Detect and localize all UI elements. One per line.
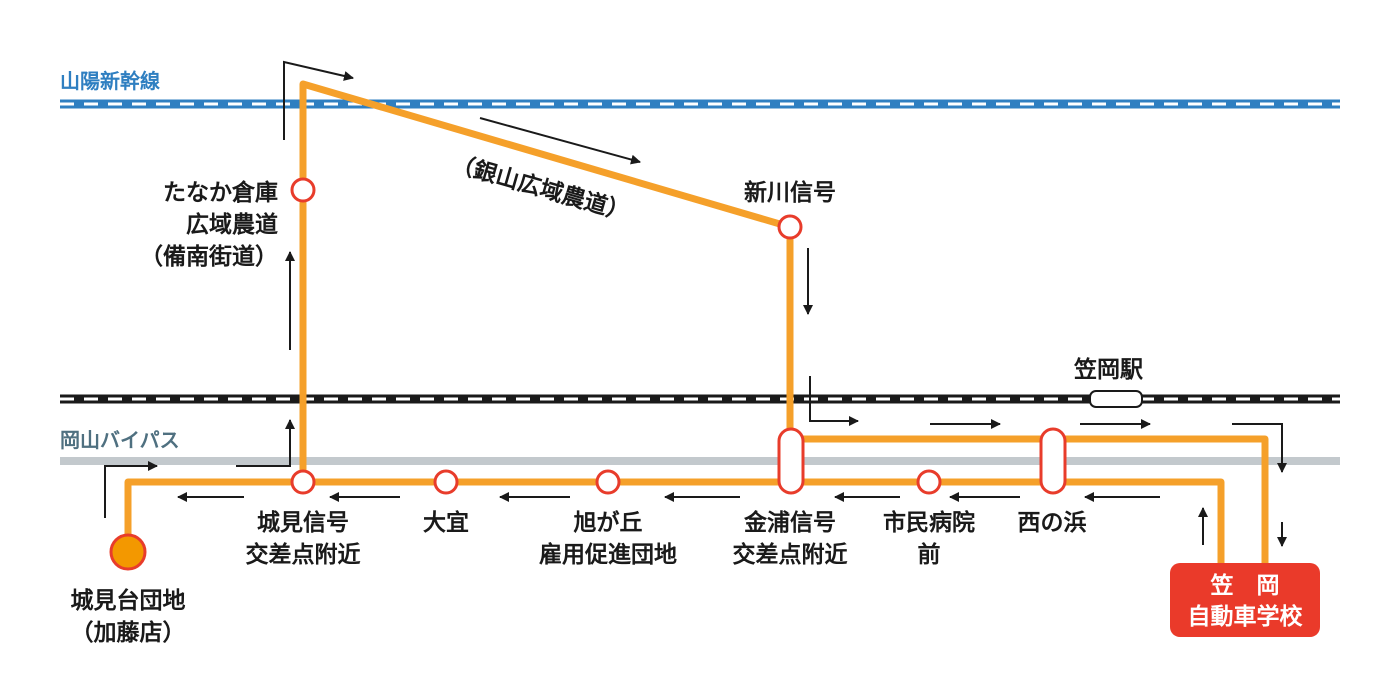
stop-shimin-label-2: 前 xyxy=(918,541,941,568)
stop-oogi-marker xyxy=(433,469,459,495)
road-name-label: （銀山広域農道） xyxy=(448,150,632,227)
stop-oogi-label: 大宜 xyxy=(423,509,469,536)
stop-tanaka-label-2: 広域農道 xyxy=(186,211,278,238)
stop-origin-label-2: （加藤店） xyxy=(71,619,186,646)
stop-tanaka-label-3: （備南街道） xyxy=(140,243,278,270)
stop-nishinohama-marker xyxy=(1039,427,1067,495)
stop-shimin-marker xyxy=(916,469,942,495)
stop-shiromi-label-2: 交差点附近 xyxy=(246,541,361,568)
stop-shiromi-label-1: 城見信号 xyxy=(257,509,349,536)
kasaoka-station-label: 笠岡駅 xyxy=(1074,356,1143,383)
bypass-label: 岡山バイパス xyxy=(60,428,180,452)
stop-nishinohama-label: 西の浜 xyxy=(1018,510,1087,536)
stop-shiromi-marker xyxy=(290,469,316,495)
kasaoka-station-mark xyxy=(1089,390,1143,408)
stop-shinkawa-label: 新川信号 xyxy=(744,179,836,206)
school-box xyxy=(1170,563,1320,637)
stop-shinkawa-marker xyxy=(777,214,803,240)
school-label-1: 笠 岡 xyxy=(1211,572,1280,599)
stop-kanaura-label-1: 金浦信号 xyxy=(743,509,836,536)
stop-shimin-label-1: 市民病院 xyxy=(883,509,975,536)
stop-origin-marker xyxy=(109,533,147,571)
stop-tanaka-marker xyxy=(290,177,316,203)
stop-tanaka-label-1: たなか倉庫 xyxy=(163,179,278,206)
shinkansen-label: 山陽新幹線 xyxy=(60,69,160,93)
stop-asahigaoka-label-1: 旭が丘 xyxy=(574,509,643,536)
stops xyxy=(109,177,1067,571)
stop-kanaura-label-2: 交差点附近 xyxy=(733,541,848,568)
stop-kanaura-marker xyxy=(777,427,805,495)
direction-arrows xyxy=(104,60,1287,547)
stop-asahigaoka-marker xyxy=(595,469,621,495)
stop-origin-label-1: 城見台団地 xyxy=(71,587,186,614)
bus-route xyxy=(124,80,1269,570)
school-label-2: 自動車学校 xyxy=(1188,603,1304,630)
stop-asahigaoka-label-2: 雇用促進団地 xyxy=(539,541,677,568)
